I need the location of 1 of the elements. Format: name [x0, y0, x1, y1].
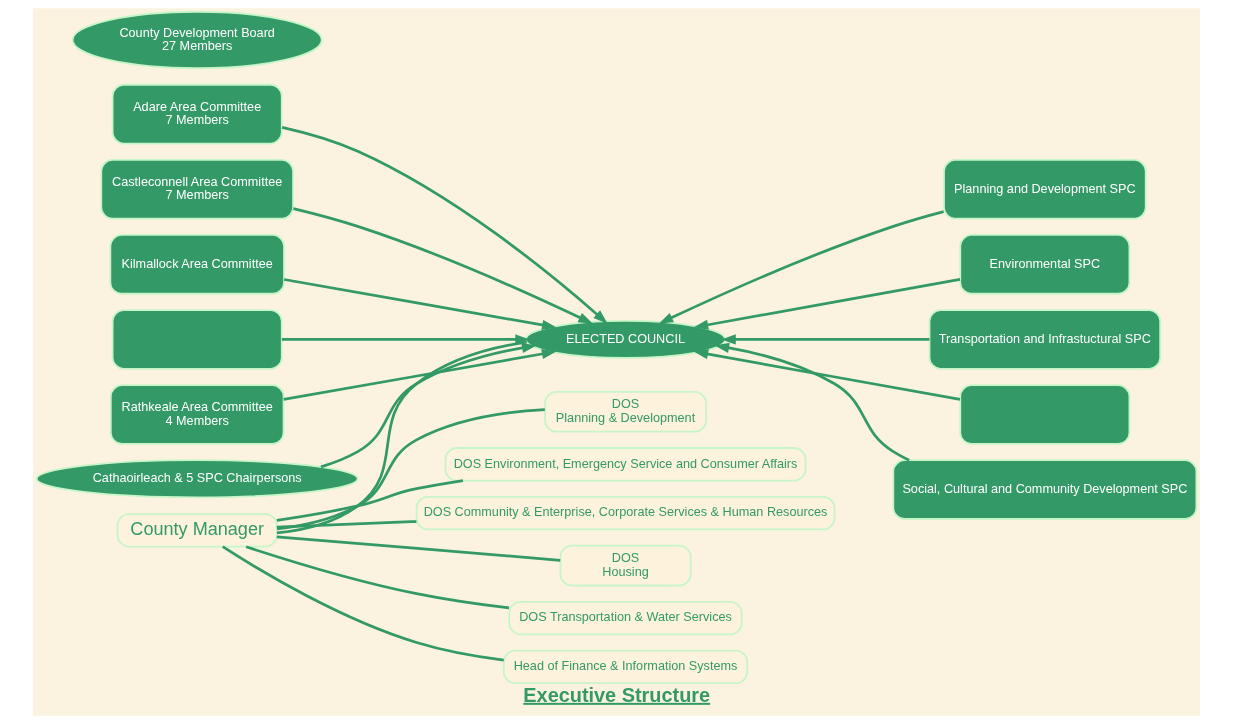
diagram-title: Executive Structure: [523, 683, 711, 706]
